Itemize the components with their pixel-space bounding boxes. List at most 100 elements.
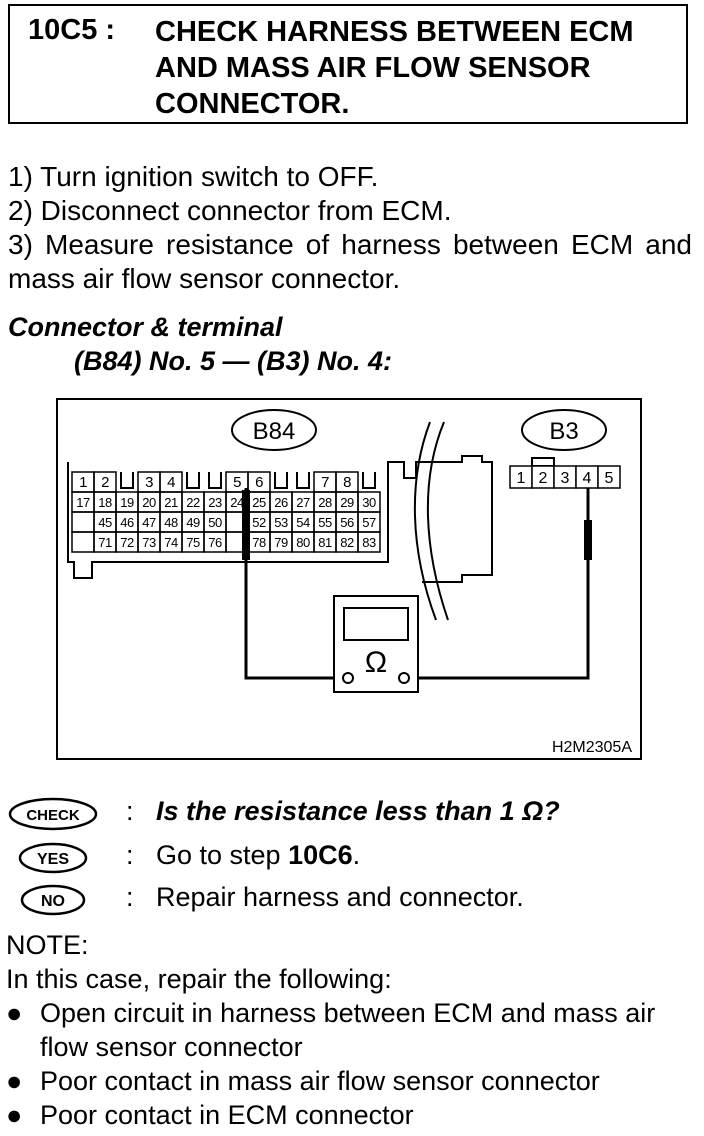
ecm-terminal-number: 1 xyxy=(79,474,87,491)
bullet-icon: ● xyxy=(6,1100,23,1130)
ecm-terminal-number: 26 xyxy=(274,495,288,510)
ecm-terminal-number: 78 xyxy=(252,535,266,550)
connector-terminal-label: Connector & terminal xyxy=(8,312,283,342)
ecm-connector-label: B84 xyxy=(253,418,296,445)
step-1: 1) Turn ignition switch to OFF. xyxy=(8,161,379,192)
sensor-terminal-number: 4 xyxy=(583,470,592,487)
ecm-terminal-number: 72 xyxy=(120,535,134,550)
note-title: NOTE: xyxy=(6,930,89,960)
no-action: Repair harness and connector. xyxy=(156,882,524,912)
ecm-terminal-number: 79 xyxy=(274,535,288,550)
ecm-terminal-number: 71 xyxy=(98,535,112,550)
ecm-terminal-number: 18 xyxy=(98,495,112,510)
no-badge: NO xyxy=(20,884,86,916)
step-2: 2) Disconnect connector from ECM. xyxy=(8,195,452,226)
ecm-terminal-cell xyxy=(71,511,95,533)
ecm-terminal-number: 17 xyxy=(76,495,90,510)
ecm-terminal-number: 47 xyxy=(142,515,156,530)
ecm-terminal-number: 23 xyxy=(208,495,222,510)
yes-action-suffix: . xyxy=(352,840,361,870)
yes-badge-label: YES xyxy=(37,851,69,868)
ecm-terminal-number: 4 xyxy=(167,474,175,491)
procedure-steps: 1) Turn ignition switch to OFF. 2) Disco… xyxy=(8,160,692,296)
ecm-terminal-number: 83 xyxy=(362,535,376,550)
ecm-terminal-number: 20 xyxy=(142,495,156,510)
check-badge-label: CHECK xyxy=(26,807,80,824)
sensor-terminal-number: 1 xyxy=(517,470,526,487)
ecm-terminal-number: 54 xyxy=(296,515,310,530)
ecm-terminal-number: 19 xyxy=(120,495,134,510)
ecm-terminal-number: 74 xyxy=(164,535,178,550)
note-intro: In this case, repair the following: xyxy=(6,964,392,994)
step-title: CHECK HARNESS BETWEEN ECM AND MASS AIR F… xyxy=(155,16,634,120)
ecm-key-notch xyxy=(274,472,288,489)
connector-terminal-value: (B84) No. 5 — (B3) No. 4: xyxy=(74,346,393,376)
step-id: 10C5 : xyxy=(28,14,116,46)
check-question: Is the resistance less than 1 Ω? xyxy=(156,796,560,826)
ecm-terminal-number: 8 xyxy=(343,474,351,491)
yes-badge: YES xyxy=(18,842,88,874)
break-line-2 xyxy=(426,421,449,621)
ecm-terminal-number: 82 xyxy=(340,535,354,550)
yes-action: Go to step 10C6. xyxy=(156,840,360,871)
note-bullet-3: ● Poor contact in ECM connector xyxy=(6,1098,696,1132)
ecm-key-notch xyxy=(208,472,222,489)
ecm-terminal-number: 55 xyxy=(318,515,332,530)
yes-action-prefix: Go to step xyxy=(156,840,289,870)
ohmmeter-display xyxy=(343,607,409,641)
ecm-terminal-number: 21 xyxy=(164,495,178,510)
no-row: NO : Repair harness and connector. xyxy=(8,882,698,918)
step-header-box: 10C5 : CHECK HARNESS BETWEEN ECM AND MAS… xyxy=(8,4,688,124)
step-3: 3) Measure resistance of harness between… xyxy=(8,229,692,294)
ecm-terminal-cell xyxy=(71,531,95,553)
sensor-connector-label-ellipse xyxy=(521,409,607,451)
ecm-connector-label-ellipse xyxy=(231,409,317,451)
check-badge: CHECK xyxy=(8,797,98,831)
ecm-terminal-number: 7 xyxy=(321,474,329,491)
yes-action-step: 10C6 xyxy=(288,840,353,870)
ecm-key-notch xyxy=(186,472,200,489)
ecm-terminal-number: 46 xyxy=(120,515,134,530)
ecm-terminal-number: 75 xyxy=(186,535,200,550)
ecm-terminal-number: 57 xyxy=(362,515,376,530)
ecm-terminal-number: 48 xyxy=(164,515,178,530)
ohmmeter-terminal-right xyxy=(398,672,410,684)
ecm-terminal-number: 6 xyxy=(255,474,263,491)
note-bullet-2: ●Poor contact in mass air flow sensor co… xyxy=(6,1064,696,1098)
sensor-terminal-number: 2 xyxy=(539,470,548,487)
ecm-terminal-number: 49 xyxy=(186,515,200,530)
ecm-terminal-number: 25 xyxy=(252,495,266,510)
ecm-terminal-number: 45 xyxy=(98,515,112,530)
ecm-terminal-number: 73 xyxy=(142,535,156,550)
sensor-terminal-number: 5 xyxy=(605,470,614,487)
note-section: NOTE: In this case, repair the following… xyxy=(6,928,696,1132)
ecm-terminal-number: 27 xyxy=(296,495,310,510)
ecm-housing xyxy=(422,455,493,583)
check-colon: : xyxy=(126,796,134,826)
ecm-terminal-number: 28 xyxy=(318,495,332,510)
note-bullet-text: Poor contact in mass air flow sensor con… xyxy=(40,1066,600,1096)
yes-colon: : xyxy=(126,840,134,870)
break-line-1 xyxy=(413,421,437,621)
sensor-terminal-number: 3 xyxy=(561,470,570,487)
ecm-key-notch xyxy=(296,472,310,489)
no-colon: : xyxy=(126,882,134,912)
bullet-icon: ● xyxy=(6,998,23,1028)
ohmmeter-symbol: Ω xyxy=(365,646,387,679)
ecm-terminal-number: 24 xyxy=(230,495,244,510)
note-bullet-text: Poor contact in ECM connector xyxy=(40,1100,414,1130)
ecm-terminal-number: 30 xyxy=(362,495,376,510)
ecm-terminal-cell xyxy=(357,531,381,553)
ecm-key-notch xyxy=(362,472,376,489)
ecm-terminal-number: 29 xyxy=(340,495,354,510)
sensor-terminal-cell xyxy=(597,465,621,489)
figure-code: H2M2305A xyxy=(552,739,632,756)
ohmmeter-terminal-left xyxy=(342,672,354,684)
ecm-terminal-number: 81 xyxy=(318,535,332,550)
ecm-test-lead xyxy=(244,488,348,680)
ecm-terminal-number: 80 xyxy=(296,535,310,550)
